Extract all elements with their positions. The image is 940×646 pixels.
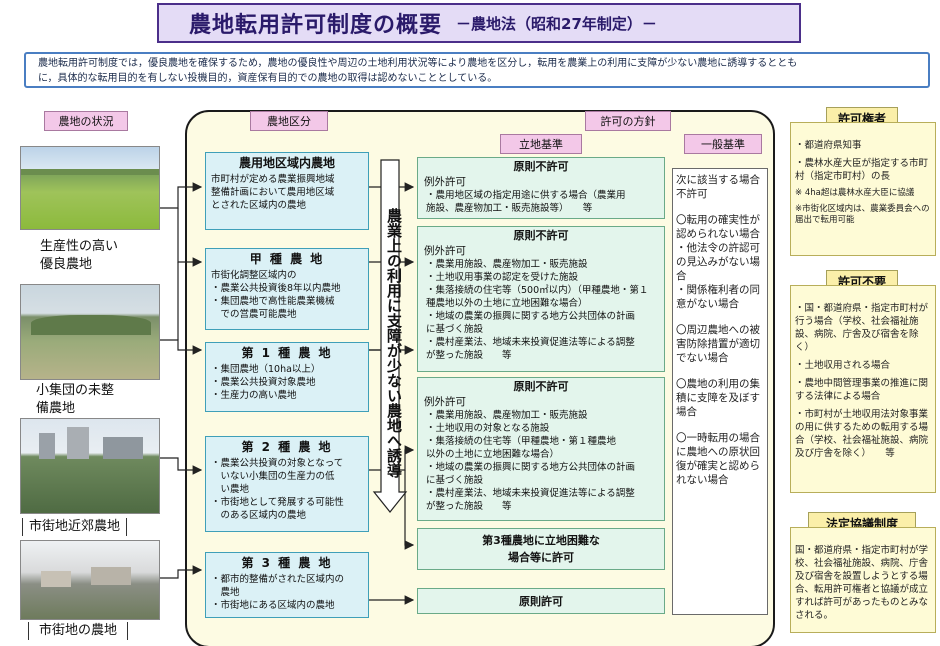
connector-photo2: [160, 339, 203, 355]
no-permit-item-3: ・農地中間管理事業の推進に関する法律による場合: [795, 378, 929, 402]
vertical-guide-arrow: [372, 159, 408, 513]
general-criteria-box: 次に該当する場合不許可 〇転用の確実性が認められない場合 ・他法令の許認可の見込…: [672, 168, 768, 615]
caption-photo-2: 小集団の未整 備農地: [36, 382, 115, 418]
header-farmland-status: 農地の状況: [44, 111, 128, 131]
photo-urban-farm: [20, 540, 160, 620]
connector-photo1b: [177, 208, 203, 267]
category-title: 第 2 種 農 地: [241, 440, 333, 454]
intro-line-2: に，具体的な転用目的を有しない投機目的，資産保有目的での農地の取得は認めないこと…: [38, 73, 498, 84]
photo-suburban-farm: [20, 418, 160, 514]
location-criteria-4: 第3種農地に立地困難な 場合等に許可: [417, 528, 665, 570]
no-permit-item-2: ・土地収用される場合: [795, 360, 891, 371]
connector-photo4: [160, 565, 203, 579]
intro-box: 農地転用許可制度では，優良農地を確保するため，農地の優良性や周辺の土地利用状況等…: [24, 52, 930, 88]
location-criteria-1: 原則不許可 例外許可 ・農用地区域の指定用途に供する場合（農業用 施設、農産物加…: [417, 157, 665, 219]
caption-photo-4: 市街地の農地: [28, 622, 129, 640]
page-subtitle: －農地法（昭和27年制定）－: [456, 14, 657, 33]
authority-note-1: ※ 4ha超は農林水産大臣に協議: [795, 188, 915, 198]
category-title: 第 1 種 農 地: [241, 346, 333, 360]
header-farmland-class: 農地区分: [250, 111, 328, 131]
header-policy: 許可の方針: [585, 111, 671, 131]
category-class-3: 第 3 種 農 地 ・都市的整備がされた区域内の 農地 ・市街地にある区域内の農…: [205, 552, 369, 618]
statutory-text: 国・都道府県・指定市町村が学校、社会福祉施設、病院、庁舎及び宿舎を設置しようとす…: [795, 545, 929, 621]
connector-cat4b: [404, 470, 415, 550]
category-title: 第 3 種 農 地: [241, 556, 333, 570]
vertical-arrow-label: 農業上の利用に支障が少ない農地へ誘導: [385, 208, 403, 478]
photo-rice-field: [20, 146, 160, 230]
location-criteria-5: 原則許可: [417, 588, 665, 614]
general-item-2: 〇周辺農地への被害防除措置が適切でない場合: [676, 324, 760, 364]
location-criteria-2: 原則不許可 例外許可 ・農業用施設、農産物加工・販売施設 ・土地収用事業の認定を…: [417, 226, 665, 372]
location-criteria-3: 原則不許可 例外許可 ・農業用施設、農産物加工・販売施設 ・土地収用の対象となる…: [417, 377, 665, 521]
connector-photo3: [160, 457, 203, 475]
page-title: 農地転用許可制度の概要: [189, 13, 443, 38]
header-location-criteria: 立地基準: [500, 134, 582, 154]
connector-photo1: [160, 182, 203, 209]
header-general-criteria: 一般基準: [684, 134, 762, 154]
authority-note-2: ※市街化区域内は、農業委員会への届出で転用可能: [795, 204, 930, 225]
category-class-a: 甲 種 農 地 市街化調整区域内の ・農業公共投資後8年以内農地 ・集団農地で高…: [205, 248, 369, 330]
category-title: 甲 種 農 地: [249, 252, 325, 266]
statutory-box: 国・都道府県・指定市町村が学校、社会福祉施設、病院、庁舎及び宿舎を設置しようとす…: [790, 527, 936, 633]
general-intro: 次に該当する場合不許可: [676, 174, 760, 200]
title-banner: 農地転用許可制度の概要 －農地法（昭和27年制定）－: [157, 3, 801, 43]
caption-photo-3: 市街地近郊農地: [22, 518, 128, 536]
authority-box: ・都道府県知事 ・農林水産大臣が指定する市町村（指定市町村）の長 ※ 4ha超は…: [790, 122, 936, 256]
general-item-3: 〇農地の利用の集積に支障を及ぼす場合: [676, 378, 760, 418]
general-item-1: 〇転用の確実性が認められない場合 ・他法令の許認可の見込みがない場合 ・関係権利…: [676, 214, 760, 310]
intro-line-1: 農地転用許可制度では，優良農地を確保するため，農地の優良性や周辺の土地利用状況等…: [38, 58, 798, 69]
category-title: 農用地区域内農地: [238, 156, 335, 170]
category-class-2: 第 2 種 農 地 ・農業公共投資の対象となって いない小集団の生産力の低 い農…: [205, 436, 369, 532]
no-permit-box: ・国・都道府県・指定市町村が行う場合（学校、社会福祉施設、病院、庁舎及び宿舎を除…: [790, 285, 936, 493]
authority-item-1: ・都道府県知事: [795, 140, 862, 151]
no-permit-item-4: ・市町村が土地収用法対象事業の用に供するための転用する場合（学校、社会福祉施設、…: [795, 409, 929, 459]
no-permit-item-1: ・国・都道府県・指定市町村が行う場合（学校、社会福祉施設、病院、庁舎及び宿舎を除…: [795, 303, 929, 353]
category-agri-promotion-area: 農用地区域内農地 市町村が定める農業振興地域 整備計画において農用地区域 とされ…: [205, 152, 369, 230]
caption-photo-1: 生産性の高い 優良農地: [40, 238, 119, 274]
authority-item-2: ・農林水産大臣が指定する市町村（指定市町村）の長: [795, 158, 929, 182]
general-item-4: 〇一時転用の場合に農地への原状回復が確実と認められない場合: [676, 432, 760, 486]
category-class-1: 第 1 種 農 地 ・集団農地（10ha以上） ・農業公共投資対象農地 ・生産力…: [205, 342, 369, 412]
photo-small-farm: [20, 284, 160, 380]
